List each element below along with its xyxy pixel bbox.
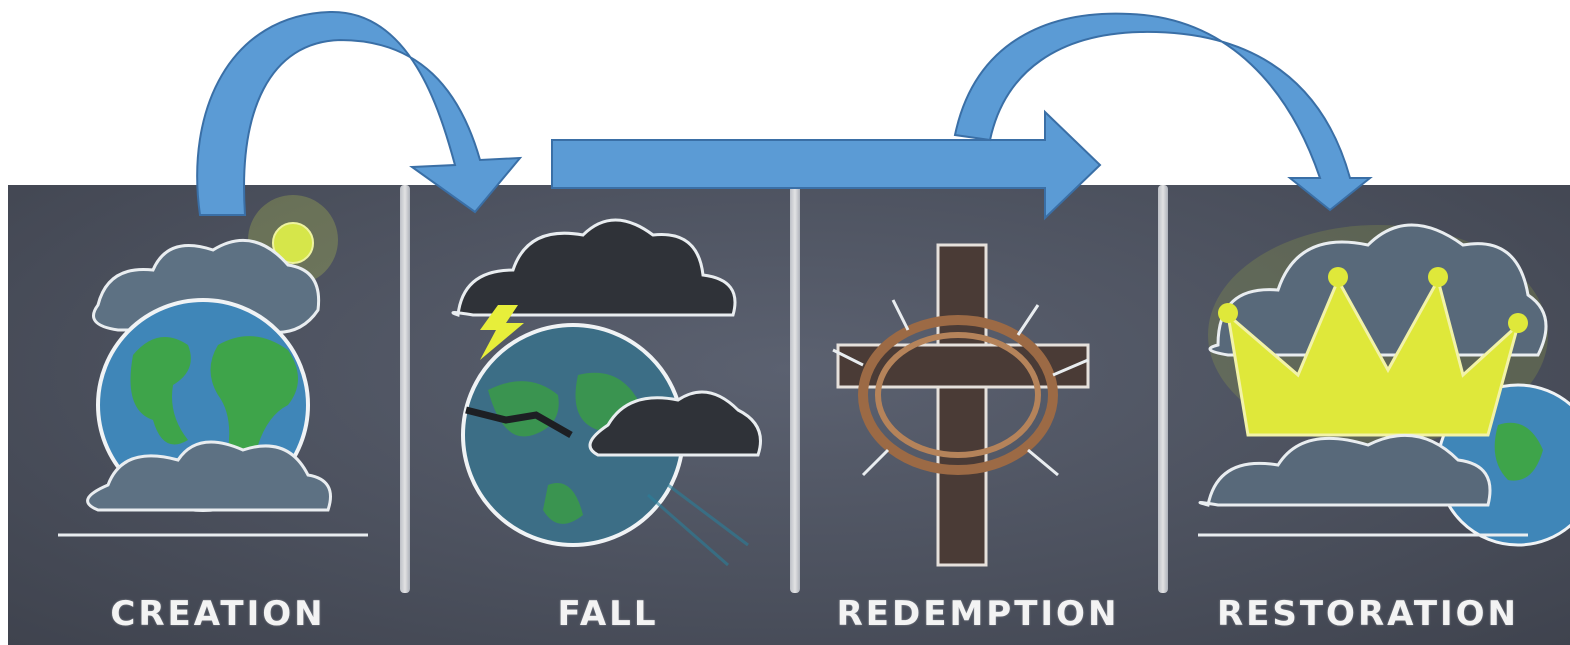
panel-divider [1158, 185, 1168, 593]
chalkboard: CREATION FALL REDEMPTION RESTORATION [8, 185, 1570, 645]
panel-divider [790, 185, 800, 593]
earth-with-sun-icon [38, 185, 398, 585]
earth-with-crown-icon [1188, 185, 1570, 585]
stage-label-fall: FALL [438, 585, 778, 643]
restoration-panel [1188, 185, 1570, 585]
cross-with-crown-of-thorns-icon [808, 185, 1168, 585]
stage-label-creation: CREATION [48, 585, 388, 643]
stage-label-restoration: RESTORATION [1178, 585, 1558, 643]
fall-panel [428, 185, 788, 585]
stage-label-redemption: REDEMPTION [798, 585, 1158, 643]
creation-panel [38, 185, 398, 585]
cracked-earth-storm-icon [428, 185, 788, 585]
redemption-panel [808, 185, 1168, 585]
panel-divider [400, 185, 410, 593]
